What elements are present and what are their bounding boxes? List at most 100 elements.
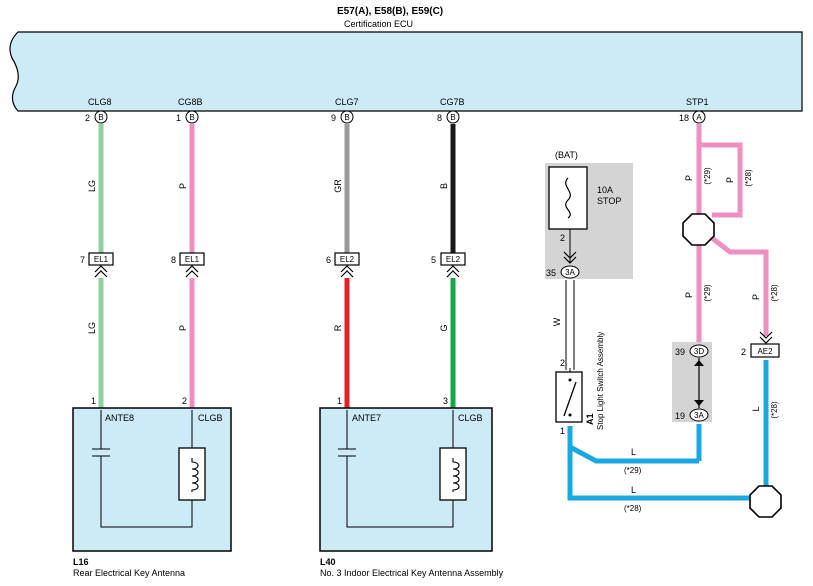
connector-3a-bottom-marker bbox=[689, 408, 709, 422]
fuse-body bbox=[548, 166, 588, 230]
wire-label-lg-upper: LG bbox=[87, 180, 97, 192]
connector-3a-bottom-pin: 19 bbox=[675, 411, 685, 421]
connector-3d-marker bbox=[689, 344, 709, 358]
pin-clg7-marker bbox=[340, 110, 354, 124]
l16-right-label: CLGB bbox=[198, 413, 223, 423]
l40-coil-box bbox=[439, 447, 467, 501]
pin-stp1-marker bbox=[692, 110, 706, 124]
terminal-cg8b-name: CG8B bbox=[178, 97, 203, 107]
wire-label-lg-lower: LG bbox=[87, 322, 97, 334]
note-29-l: (*29) bbox=[624, 466, 642, 475]
pin-stp1-conn: A bbox=[696, 113, 702, 122]
connector-el1-lg-name: EL1 bbox=[94, 255, 109, 264]
wire-label-r: R bbox=[333, 324, 343, 331]
connector-el1-lg: 7 EL1 bbox=[80, 252, 114, 278]
connector-3a-top-pin: 35 bbox=[546, 268, 556, 278]
wire-label-p-upper: P bbox=[178, 183, 188, 189]
l40-left-label: ANTE7 bbox=[352, 413, 381, 423]
connector-el1-p: 8 EL1 bbox=[171, 252, 205, 278]
fuse-rating: 10A bbox=[597, 185, 613, 195]
wire-label-gr: GR bbox=[333, 179, 343, 193]
wire-label-l-ae2: L bbox=[751, 406, 761, 411]
l16-coil-icon bbox=[191, 458, 199, 492]
connector-el1-p-name: EL1 bbox=[185, 255, 200, 264]
junction-arrow-up bbox=[694, 360, 704, 366]
pin-stp1-number: 18 bbox=[679, 113, 689, 123]
l40-pin-left: 1 bbox=[337, 396, 342, 406]
note-29-stp1-upper: (*29) bbox=[703, 167, 712, 185]
terminal-cg7b-name: CG7B bbox=[440, 97, 465, 107]
fuse-chevron bbox=[563, 251, 577, 264]
l16-pin-left: 1 bbox=[91, 396, 96, 406]
pin-cg8b-conn: B bbox=[189, 113, 194, 122]
connector-el2-gr: 6 EL2 bbox=[326, 252, 360, 278]
l16-coil-box bbox=[178, 447, 206, 501]
l16-pin-right: 2 bbox=[182, 396, 187, 406]
pin-clg8-marker bbox=[94, 110, 108, 124]
ecu-body bbox=[9, 31, 803, 112]
wire-l-29 bbox=[567, 426, 699, 464]
switch-contact-dot-bottom bbox=[568, 413, 572, 417]
connector-ae2-name: AE2 bbox=[757, 347, 773, 356]
l16-body bbox=[72, 407, 232, 552]
wire-label-l-29: L bbox=[631, 447, 636, 457]
connector-el2-b-name: EL2 bbox=[446, 255, 461, 264]
ecu-connectors-label: E57(A), E58(B), E59(C) bbox=[337, 6, 443, 17]
connector-3d-pin: 39 bbox=[675, 347, 685, 357]
connector-ae2-chevron bbox=[759, 331, 773, 344]
wire-p-to-ae2 bbox=[710, 236, 769, 336]
fuse-icon bbox=[565, 177, 571, 219]
wire-l-28 bbox=[567, 447, 752, 501]
wire-label-p-stp1-upper: P bbox=[684, 175, 694, 181]
terminal-stp1-name: STP1 bbox=[686, 97, 709, 107]
connector-el2-gr-pin: 6 bbox=[326, 255, 331, 265]
wire-label-g: G bbox=[439, 324, 449, 331]
pin-cg8b-marker bbox=[185, 110, 199, 124]
connector-3a-top-marker bbox=[560, 265, 580, 279]
switch-contact-dot-top bbox=[568, 378, 572, 382]
switch-pin-out: 1 bbox=[560, 426, 565, 436]
connector-el1-lg-pin: 7 bbox=[80, 255, 85, 265]
note-28-ae2: (*28) bbox=[770, 284, 779, 302]
junction-point-pink bbox=[682, 213, 715, 246]
l16-left-label: ANTE8 bbox=[105, 413, 134, 423]
wire-label-l-28: L bbox=[631, 485, 636, 495]
wire-label-p-lower: P bbox=[178, 325, 188, 331]
l40-right-label: CLGB bbox=[458, 413, 483, 423]
l16-circuit bbox=[92, 410, 193, 528]
switch-name: Stop Light Switch Assembly bbox=[596, 332, 605, 430]
connector-3d-name: 3D bbox=[694, 347, 704, 356]
pin-cg8b-number: 1 bbox=[176, 113, 181, 123]
terminal-clg8-name: CLG8 bbox=[88, 97, 112, 107]
wire-label-p-loop: P bbox=[725, 177, 735, 183]
wire-label-w: W bbox=[552, 317, 562, 326]
pin-cg7b-conn: B bbox=[450, 113, 455, 122]
switch-pin-in: 2 bbox=[560, 358, 565, 368]
l40-name: No. 3 Indoor Electrical Key Antenna Asse… bbox=[320, 568, 504, 578]
wire-p-stp1-loop bbox=[699, 142, 743, 218]
connector-el1-p-pin: 8 bbox=[171, 255, 176, 265]
l40-pin-right: 3 bbox=[443, 396, 448, 406]
l40-coil-icon bbox=[452, 458, 460, 492]
wire-label-p-stp1-lower: P bbox=[684, 292, 694, 298]
pin-clg8-conn: B bbox=[98, 113, 103, 122]
terminal-clg7-name: CLG7 bbox=[335, 97, 359, 107]
junction-point-blue bbox=[749, 485, 782, 518]
pin-cg7b-marker bbox=[446, 110, 460, 124]
note-28-l: (*28) bbox=[624, 504, 642, 513]
l16-name: Rear Electrical Key Antenna bbox=[73, 568, 185, 578]
fuse-source: (BAT) bbox=[555, 150, 578, 160]
wire-label-b: B bbox=[439, 183, 449, 189]
connector-3a-bottom-name: 3A bbox=[694, 411, 704, 420]
connector-el2-b: 5 EL2 bbox=[431, 252, 466, 278]
connector-ae2-pin: 2 bbox=[741, 347, 746, 357]
l16-id: L16 bbox=[73, 557, 89, 567]
l40-circuit bbox=[338, 410, 454, 528]
pin-cg7b-number: 8 bbox=[437, 113, 442, 123]
l40-id: L40 bbox=[320, 557, 336, 567]
fuse-name: STOP bbox=[597, 196, 621, 206]
connector-el2-b-pin: 5 bbox=[431, 255, 436, 265]
junction-arrow-down bbox=[694, 400, 704, 406]
note-29-stp1-lower: (*29) bbox=[703, 284, 712, 302]
